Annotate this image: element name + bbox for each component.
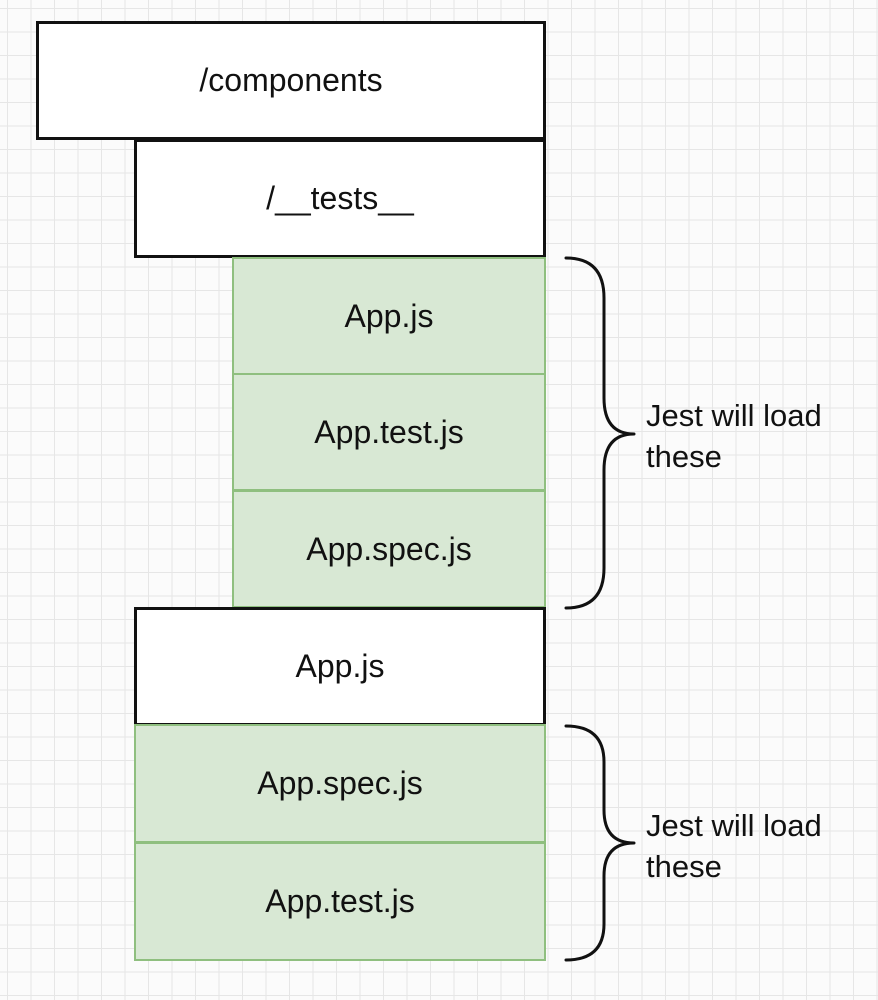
tests-file-app-test-js: App.test.js (232, 373, 546, 491)
upper-annotation-line2: these (646, 439, 722, 474)
components-file-app-test-js: App.test.js (134, 842, 546, 961)
components-file-app-js-label: App.js (295, 648, 385, 684)
tests-file-app-js: App.js (232, 257, 546, 375)
tests-file-app-test-js-label: App.test.js (314, 413, 464, 450)
components-file-app-js: App.js (134, 607, 546, 726)
lower-annotation-line2: these (646, 849, 722, 884)
lower-curly-brace (564, 724, 636, 962)
upper-annotation: Jest will load these (646, 395, 822, 477)
components-folder-box: /components (36, 21, 546, 140)
upper-annotation-line1: Jest will load (646, 398, 822, 433)
components-file-app-test-js-label: App.test.js (265, 883, 415, 919)
components-folder-label: /components (199, 62, 383, 98)
tests-file-app-spec-js: App.spec.js (232, 490, 546, 608)
upper-curly-brace (564, 256, 636, 610)
tests-file-app-js-label: App.js (344, 297, 434, 334)
tests-folder-label: /__tests__ (266, 180, 414, 216)
lower-annotation: Jest will load these (646, 805, 822, 887)
components-file-app-spec-js: App.spec.js (134, 724, 546, 843)
components-file-app-spec-js-label: App.spec.js (257, 765, 423, 801)
tests-file-app-spec-js-label: App.spec.js (306, 530, 472, 567)
lower-annotation-line1: Jest will load (646, 808, 822, 843)
tests-folder-box: /__tests__ (134, 139, 546, 258)
